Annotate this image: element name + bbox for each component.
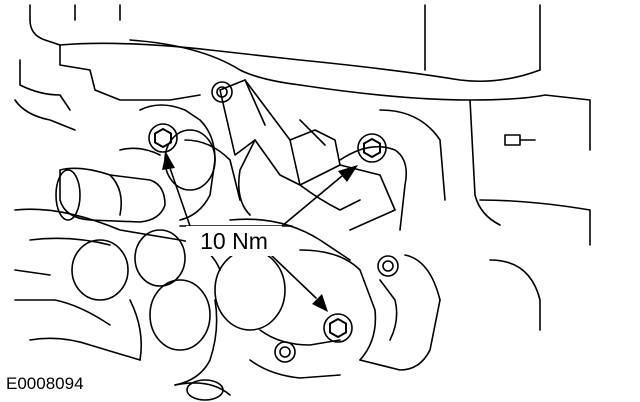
arrowhead-upper-right-icon: [338, 165, 358, 182]
leader-lower: [269, 253, 317, 299]
engine-casing: [14, 4, 591, 331]
wiring-connector: [219, 79, 396, 231]
bolt-lower-icon: [323, 313, 353, 343]
bolt-upper-left-icon: [148, 123, 178, 153]
figure-id: E0008094: [6, 374, 84, 393]
arrowhead-lower-icon: [312, 294, 328, 312]
bolt-upper-right-icon: [357, 133, 387, 163]
leader-upper-right: [281, 175, 343, 227]
torque-spec-label: 10 Nm: [186, 226, 282, 256]
arrowhead-upper-left-icon: [162, 152, 175, 170]
leader-upper-left: [169, 167, 191, 227]
minor-bolts: [211, 81, 399, 363]
